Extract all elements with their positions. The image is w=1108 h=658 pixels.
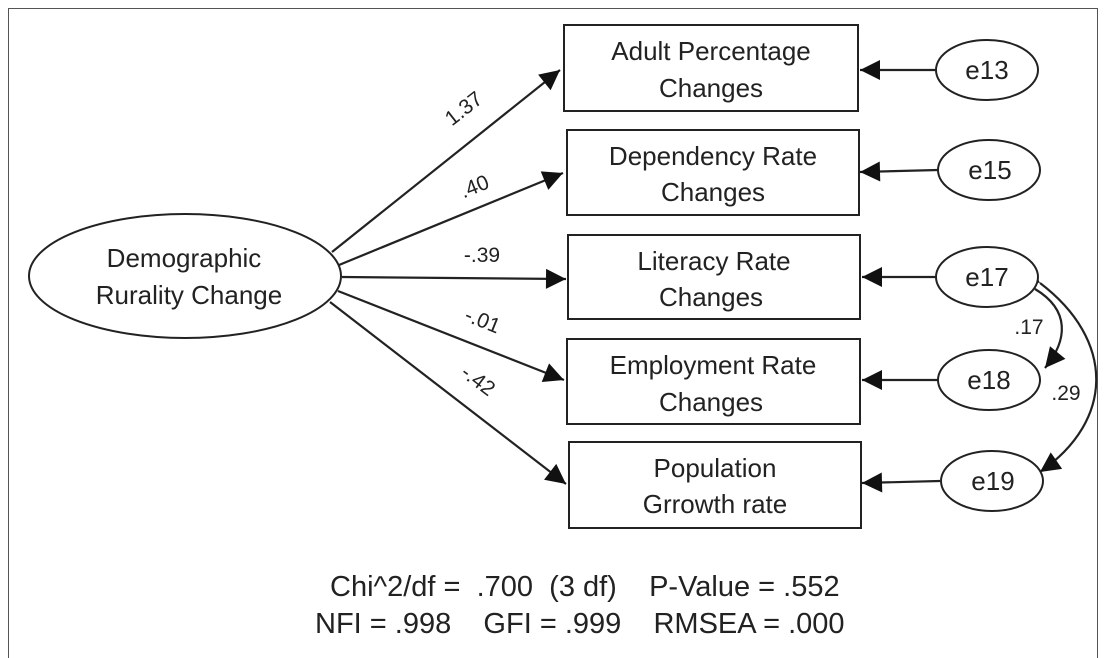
path-latent-to-population (329, 301, 567, 485)
loading-literacy: -.39 (464, 244, 500, 267)
indicator-box-employment (566, 338, 861, 425)
indicator-box-dependency (566, 129, 860, 216)
indicator-label-literacy-2: Changes (659, 282, 763, 312)
indicator-box-literacy (567, 234, 861, 320)
error-ellipse-e17 (935, 246, 1039, 308)
error-ellipse-e18 (937, 349, 1041, 411)
loading-adult: 1.37 (441, 87, 487, 130)
indicator-label-literacy-1: Literacy Rate (637, 246, 790, 276)
error-label-e13: e13 (965, 55, 1008, 85)
latent-variable-ellipse (28, 213, 342, 339)
error-label-e19: e19 (971, 466, 1014, 496)
loading-dependency: .40 (457, 171, 493, 203)
latent-label-line2: Rurality Change (96, 280, 282, 310)
indicator-label-dependency-1: Dependency Rate (609, 141, 817, 171)
latent-label-line1: Demographic (107, 243, 262, 273)
diagram-frame (8, 8, 1098, 658)
indicator-label-employment-1: Employment Rate (610, 350, 817, 380)
fit-indices-line1: Chi^2/df = .700 (3 df) P-Value = .552 (330, 571, 840, 603)
indicator-label-adult-2: Changes (659, 73, 763, 103)
error-label-e17: e17 (965, 262, 1008, 292)
loading-population: -.42 (457, 361, 500, 401)
path-latent-to-employment (337, 289, 565, 382)
error-label-e15: e15 (968, 155, 1011, 185)
path-latent-to-dependency (338, 171, 564, 267)
indicator-box-population (568, 441, 862, 529)
error-ellipse-e15 (937, 139, 1041, 201)
error-ellipse-e13 (935, 39, 1039, 101)
error-ellipse-e19 (940, 450, 1044, 512)
indicator-label-population-2: Grrowth rate (643, 489, 788, 519)
indicator-label-dependency-2: Changes (661, 177, 765, 207)
error-label-e18: e18 (967, 365, 1010, 395)
path-e19-to-population (861, 472, 941, 493)
path-latent-to-adult (331, 69, 561, 253)
indicator-box-adult (563, 24, 859, 112)
path-latent-to-literacy (341, 268, 567, 289)
path-e15-to-dependency (859, 161, 939, 182)
covariance-e17-e19 (1018, 262, 1098, 473)
indicator-label-adult-1: Adult Percentage (611, 36, 810, 66)
covariance-value-e17-e19: .29 (1051, 382, 1080, 405)
loading-employment: -.01 (461, 304, 503, 339)
covariance-value-e17-e18: .17 (1014, 316, 1043, 339)
indicator-label-employment-2: Changes (659, 387, 763, 417)
fit-indices-line2: NFI = .998 GFI = .999 RMSEA = .000 (315, 608, 845, 640)
indicator-label-population-1: Population (654, 453, 777, 483)
